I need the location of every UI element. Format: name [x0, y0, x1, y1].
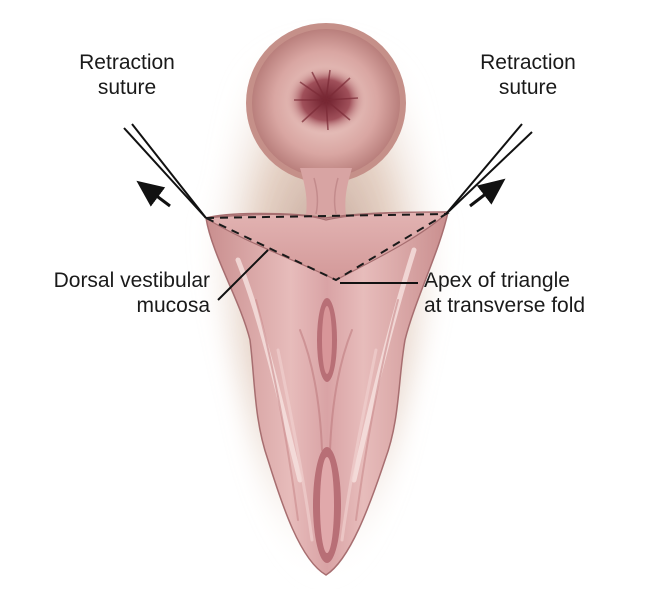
label-line: Dorsal vestibular	[10, 268, 210, 293]
neck	[300, 168, 352, 215]
label-retraction-suture-left: Retraction suture	[62, 50, 192, 100]
label-line: suture	[62, 75, 192, 100]
label-line: suture	[463, 75, 593, 100]
label-line: at transverse fold	[424, 293, 644, 318]
left-arrow	[146, 188, 170, 206]
label-line: Apex of triangle	[424, 268, 644, 293]
label-line: mucosa	[10, 293, 210, 318]
label-retraction-suture-right: Retraction suture	[463, 50, 593, 100]
right-retraction-suture	[446, 124, 532, 214]
right-arrow	[470, 186, 496, 206]
label-apex-of-triangle: Apex of triangle at transverse fold	[424, 268, 644, 318]
label-line: Retraction	[62, 50, 192, 75]
label-dorsal-vestibular-mucosa: Dorsal vestibular mucosa	[10, 268, 210, 318]
label-line: Retraction	[463, 50, 593, 75]
cervical-opening	[246, 23, 406, 183]
